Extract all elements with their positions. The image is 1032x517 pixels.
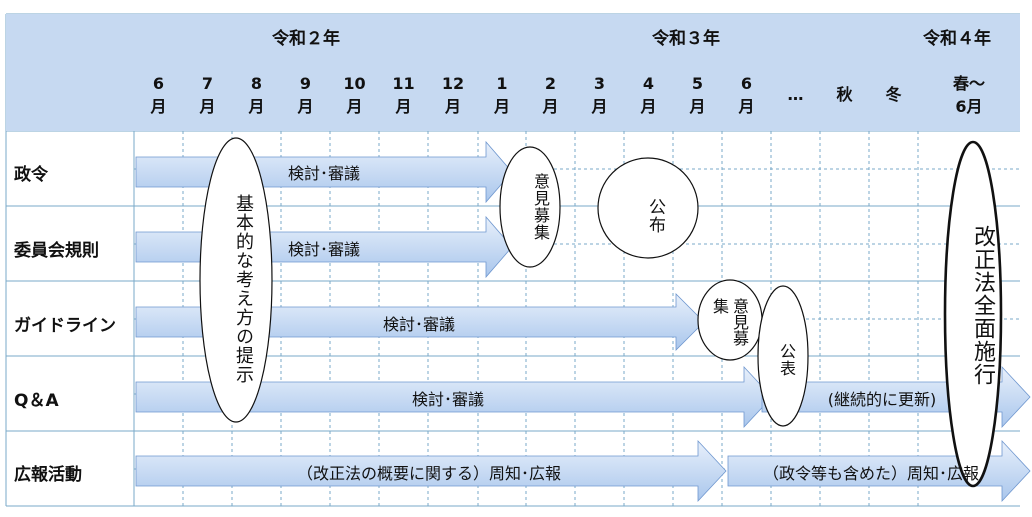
month-15: 秋 [820, 58, 869, 131]
oval-text-kihon: 基本的な考え方の提示 [233, 194, 254, 384]
month-corner [6, 58, 134, 131]
oval-text-shiko: 改正法全面施行 [970, 224, 995, 386]
month-13: 6 月 [722, 58, 771, 131]
month-8: 1 月 [478, 58, 526, 131]
month-14: … [771, 58, 820, 131]
month-6: 11 月 [379, 58, 428, 131]
month-5: 10 月 [330, 58, 379, 131]
oval-text-kohyo: 公表 [777, 343, 796, 377]
month-17: 春～ 6月 [918, 58, 1020, 131]
arrow-kouhou-1 [135, 439, 727, 503]
month-4: 9 月 [281, 58, 330, 131]
month-3: 8 月 [232, 58, 281, 131]
arrow-label-iinkai: 検討･審議 [287, 240, 360, 259]
month-9: 2 月 [526, 58, 575, 131]
month-12: 5 月 [673, 58, 722, 131]
year-reiwa-2: 令和２年 [134, 14, 478, 58]
month-2: 7 月 [183, 58, 232, 131]
month-16: 冬 [869, 58, 918, 131]
oval-kofu [597, 157, 699, 259]
oval-shiko [943, 140, 1003, 488]
arrow-label-guideline: 検討･審議 [382, 315, 455, 334]
month-11: 4 月 [624, 58, 673, 131]
arrow-label-seirei: 検討･審議 [287, 164, 360, 183]
month-7: 12 月 [428, 58, 478, 131]
oval-kihon [199, 137, 273, 423]
header-corner [6, 14, 134, 58]
arrow-label-kouhou-1: （改正法の概要に関する）周知･広報 [296, 464, 561, 483]
row-label-qa: Q＆A [14, 391, 59, 411]
oval-iken-boshu [499, 146, 561, 268]
row-label-iinkai-kisoku: 委員会規則 [14, 241, 99, 261]
oval-text-kofu: 公布 [645, 198, 665, 234]
row-label-guideline: ガイドライン [14, 316, 116, 336]
arrow-kouhou-2 [727, 439, 1031, 503]
oval-text-iken-boshu: 意見募集 [531, 173, 550, 241]
year-reiwa-4: 令和４年 [894, 14, 1020, 58]
row-label-seirei: 政令 [14, 165, 48, 185]
oval-text-guideline-iken: 意見募集 [710, 298, 749, 346]
row-label-kouhou: 広報活動 [14, 465, 82, 485]
arrow-label-qa: 検討･審議 [411, 390, 484, 409]
arrow-label-qa-keizoku: (継続的に更新) [827, 390, 937, 409]
year-reiwa-3: 令和３年 [478, 14, 894, 58]
month-10: 3 月 [575, 58, 624, 131]
month-1: 6 月 [134, 58, 183, 131]
arrow-label-kouhou-2: （政令等も含めた）周知･広報 [762, 464, 979, 483]
oval-kohyo [757, 285, 809, 427]
